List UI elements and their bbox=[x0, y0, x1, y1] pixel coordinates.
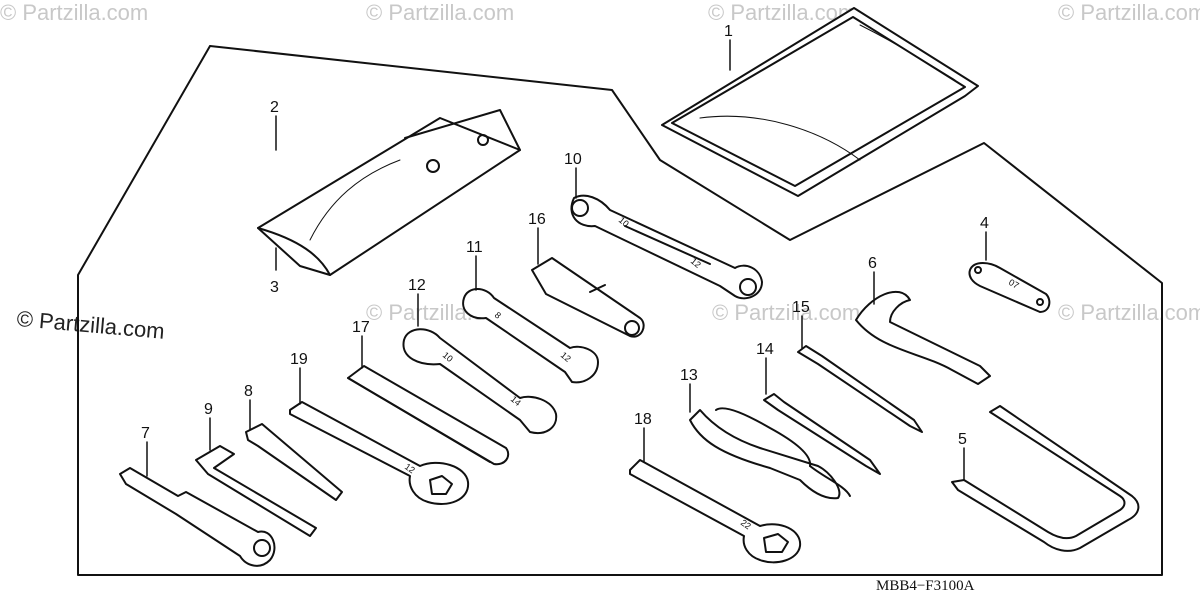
stamp-w12-a: 10 bbox=[441, 350, 455, 364]
part-1-tool-bag[interactable] bbox=[661, 7, 979, 197]
part-9-hex-key-large[interactable] bbox=[195, 445, 317, 537]
stamp-w11-b: 12 bbox=[559, 350, 573, 364]
part-17-extension-bar[interactable] bbox=[347, 365, 510, 466]
callout-6: 6 bbox=[868, 255, 877, 272]
callout-16: 16 bbox=[528, 211, 546, 228]
part-11-open-end-wrench[interactable] bbox=[462, 288, 599, 384]
leader-lines bbox=[146, 39, 987, 481]
callout-12: 12 bbox=[408, 277, 426, 294]
callout-19: 19 bbox=[290, 351, 308, 368]
part-4-tool-plate[interactable] bbox=[968, 262, 1051, 313]
callout-3: 3 bbox=[270, 279, 279, 296]
part-13-pliers[interactable] bbox=[689, 407, 851, 500]
callout-labels: 1 2 3 4 5 6 7 8 9 10 11 12 13 14 15 16 1… bbox=[141, 23, 989, 448]
part-15-screwdriver-phillips[interactable] bbox=[797, 345, 923, 433]
callout-14: 14 bbox=[756, 341, 774, 358]
stamp-w11-a: 8 bbox=[493, 310, 503, 321]
watermark-top-1: © Partzilla.com bbox=[0, 0, 149, 25]
part-2-tool-case[interactable] bbox=[257, 109, 521, 276]
watermark-top-4: © Partzilla.com bbox=[1058, 0, 1200, 25]
watermark-mid-2: © Partzilla.com bbox=[712, 300, 861, 325]
part-7-spark-plug-wrench[interactable] bbox=[119, 467, 276, 567]
callout-11: 11 bbox=[466, 239, 483, 256]
part-5-hex-bar-handle[interactable] bbox=[951, 405, 1140, 552]
callout-4: 4 bbox=[980, 215, 989, 232]
part-14-screwdriver-flat[interactable] bbox=[763, 393, 881, 475]
kit-outline bbox=[77, 45, 1163, 576]
callout-5: 5 bbox=[958, 431, 967, 448]
part-8-hex-key-small[interactable] bbox=[245, 423, 343, 501]
stamp-w19: 12 bbox=[403, 461, 417, 475]
callout-7: 7 bbox=[141, 425, 150, 442]
stamp-w10-a: 10 bbox=[617, 215, 631, 229]
callout-10: 10 bbox=[564, 151, 582, 168]
part-12-open-end-wrench[interactable] bbox=[402, 328, 558, 434]
part-18-box-wrench[interactable] bbox=[629, 459, 802, 564]
stamp-w12-b: 14 bbox=[509, 394, 523, 408]
part-10-ratchet-wrench[interactable] bbox=[570, 194, 763, 300]
stamp-w4: 07 bbox=[1007, 277, 1021, 291]
callout-8: 8 bbox=[244, 383, 253, 400]
part-16-socket-driver[interactable] bbox=[531, 257, 645, 338]
watermark-top-2: © Partzilla.com bbox=[366, 0, 515, 25]
stamp-w10-b: 12 bbox=[689, 256, 703, 270]
stamp-w18: 22 bbox=[739, 517, 753, 531]
callout-15: 15 bbox=[792, 299, 810, 316]
part-19-box-wrench[interactable] bbox=[289, 401, 470, 505]
callout-18: 18 bbox=[634, 411, 652, 428]
callout-1: 1 bbox=[724, 23, 733, 40]
tool-size-stamps: 10 12 8 12 10 14 12 22 07 bbox=[403, 215, 1021, 532]
callout-9: 9 bbox=[204, 401, 213, 418]
part-6-pin-spanner[interactable] bbox=[855, 290, 991, 385]
diagram-code: MBB4−F3100A bbox=[876, 578, 975, 594]
callout-17: 17 bbox=[352, 319, 370, 336]
callout-13: 13 bbox=[680, 367, 698, 384]
watermark-mid-3: © Partzilla.com bbox=[1058, 300, 1200, 325]
callout-2: 2 bbox=[270, 99, 279, 116]
